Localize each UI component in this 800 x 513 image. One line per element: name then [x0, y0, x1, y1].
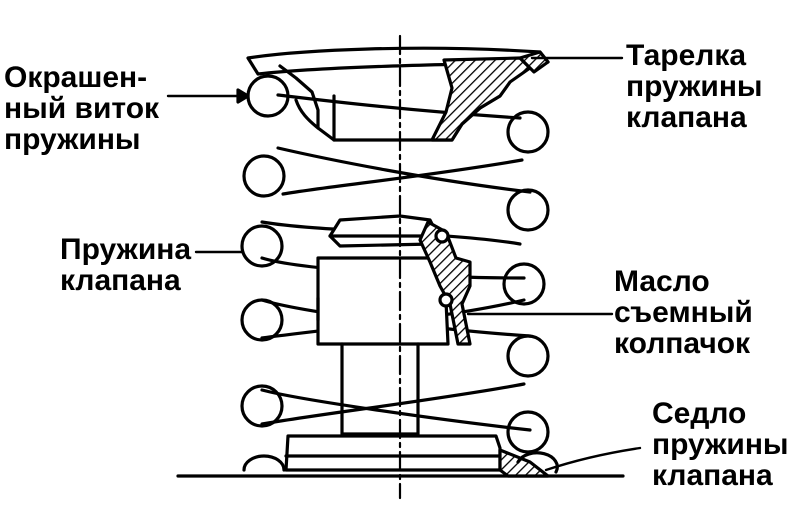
label-oil-seal-line2: съемный — [614, 296, 753, 329]
leader-lines — [166, 56, 642, 472]
spring-right-coils — [502, 110, 550, 454]
oil-seal-hatched — [418, 220, 472, 346]
label-spring-retainer-line1: Тарелка — [626, 39, 747, 72]
label-valve-spring: Пружина клапана — [60, 234, 191, 296]
label-valve-spring-line1: Пружина — [60, 233, 192, 266]
label-valve-spring-line2: клапана — [60, 264, 181, 297]
label-oil-seal-line3: колпачок — [614, 327, 751, 360]
label-spring-retainer: Тарелка пружины клапана — [626, 40, 763, 133]
label-spring-retainer-line3: клапана — [626, 101, 747, 134]
valve-guide — [316, 256, 450, 436]
label-painted-coil-line1: Окрашен- — [4, 61, 148, 94]
label-painted-coil-line3: пружины — [4, 123, 141, 156]
retainer-hatched-section — [430, 56, 532, 142]
label-painted-coil-line2: ный виток — [4, 92, 160, 125]
label-spring-seat: Седло пружины клапана — [652, 398, 789, 491]
label-spring-retainer-line2: пружины — [626, 70, 763, 103]
label-spring-seat-line2: пружины — [652, 428, 789, 461]
arrowhead-painted-coil — [236, 88, 250, 104]
label-oil-seal: Масло съемный колпачок — [614, 266, 753, 359]
spring-seat-hatched — [498, 448, 550, 478]
spring-left-coils — [240, 74, 290, 472]
oil-seal-spring — [438, 292, 454, 308]
label-painted-coil: Окрашен- ный виток пружины — [4, 62, 159, 155]
label-oil-seal-line1: Масло — [614, 265, 710, 298]
spring-seat-outline — [284, 434, 502, 472]
label-spring-seat-line1: Седло — [652, 397, 747, 430]
leader-spring-seat — [544, 446, 642, 472]
label-spring-seat-line3: клапана — [652, 459, 773, 492]
